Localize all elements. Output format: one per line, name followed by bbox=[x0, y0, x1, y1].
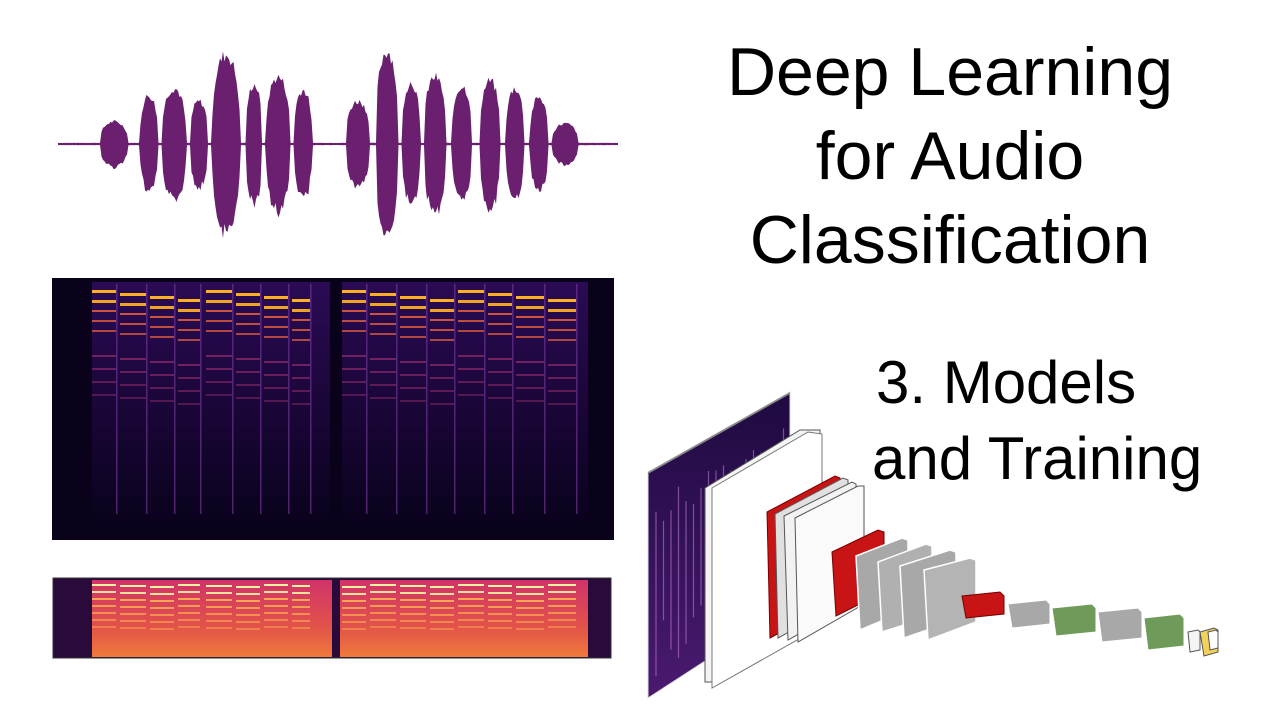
cnn-dense-layer-1 bbox=[1007, 599, 1051, 629]
title: Deep Learning for Audio Classification bbox=[640, 30, 1260, 282]
cnn-dropout-layer-2 bbox=[1143, 613, 1185, 651]
subtitle-line-2: and Training bbox=[872, 425, 1203, 492]
title-line-2: for Audio bbox=[815, 118, 1085, 194]
cnn-flatten-layer bbox=[961, 591, 1005, 619]
title-line-3: Classification bbox=[749, 202, 1151, 278]
title-line-1: Deep Learning bbox=[726, 34, 1174, 110]
cnn-diagram bbox=[647, 391, 1219, 699]
cnn-conv-block-3 bbox=[923, 557, 977, 642]
subtitle: 3. Models and Training bbox=[872, 345, 1272, 497]
mel-spectrogram-graphic bbox=[52, 577, 612, 659]
cnn-dropout-layer-1 bbox=[1051, 603, 1097, 637]
cnn-dense-layer-2 bbox=[1097, 607, 1143, 643]
waveform-graphic bbox=[58, 51, 618, 239]
spectrogram-graphic bbox=[52, 278, 614, 540]
subtitle-line-1: 3. Models bbox=[876, 349, 1137, 416]
